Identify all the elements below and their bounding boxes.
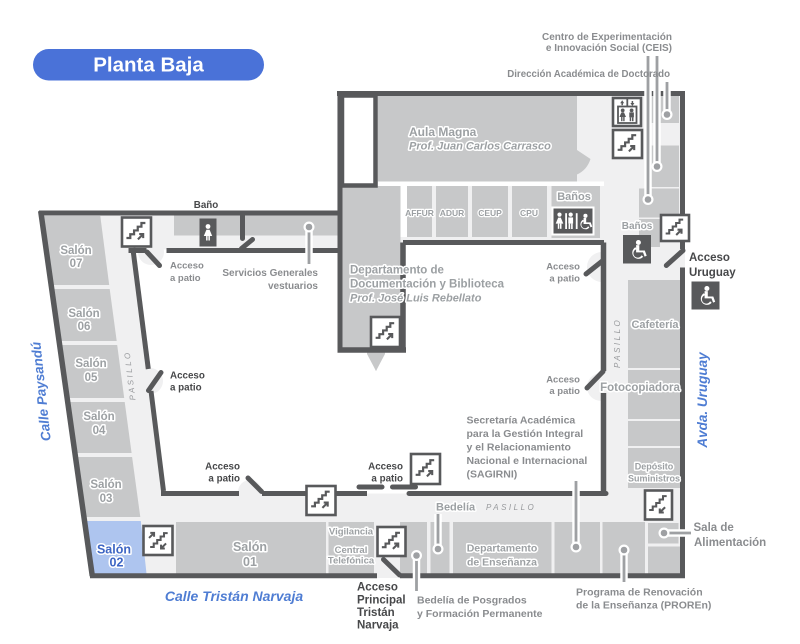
svg-text:Sala de: Sala de [694, 522, 734, 534]
svg-text:Calle Paysandú: Calle Paysandú [28, 340, 53, 442]
svg-text:PASILLO: PASILLO [613, 318, 622, 368]
svg-text:Acceso: Acceso [170, 371, 205, 382]
svg-text:a patio: a patio [170, 383, 202, 394]
svg-text:Acceso: Acceso [205, 462, 240, 473]
svg-text:Salón: Salón [97, 543, 131, 557]
svg-text:Salón: Salón [83, 411, 114, 423]
svg-text:Acceso: Acceso [546, 375, 580, 386]
svg-text:de la Enseñanza (PROREn): de la Enseñanza (PROREn) [576, 600, 711, 612]
svg-text:Tristán: Tristán [357, 607, 395, 619]
svg-text:07: 07 [70, 258, 83, 270]
svg-text:Depósito: Depósito [635, 462, 674, 472]
svg-text:03: 03 [100, 493, 113, 505]
svg-text:02: 02 [110, 556, 124, 570]
svg-text:01: 01 [243, 555, 257, 569]
svg-text:Departamento de: Departamento de [350, 265, 444, 277]
svg-text:Departamento: Departamento [467, 543, 538, 555]
svg-text:Baños: Baños [557, 191, 591, 203]
svg-text:Salón: Salón [68, 308, 99, 320]
svg-text:ADUR: ADUR [440, 208, 465, 218]
svg-text:Prof. Juan Carlos Carrasco: Prof. Juan Carlos Carrasco [409, 141, 551, 153]
svg-text:CEUP: CEUP [478, 208, 502, 218]
svg-text:Acceso: Acceso [170, 261, 204, 272]
svg-text:04: 04 [93, 425, 106, 437]
svg-text:vestuarios: vestuarios [268, 281, 318, 292]
svg-text:Programa de Renovación: Programa de Renovación [576, 587, 703, 599]
svg-text:Acceso: Acceso [689, 252, 730, 264]
svg-text:a patio: a patio [549, 274, 580, 285]
svg-text:Documentación y Biblioteca: Documentación y Biblioteca [350, 279, 505, 291]
svg-text:Dirección Académica de Doctora: Dirección Académica de Doctorado [507, 69, 670, 80]
svg-text:e Innovación Social (CEIS): e Innovación Social (CEIS) [546, 43, 672, 54]
svg-text:para la Gestión Integral: para la Gestión Integral [467, 428, 584, 440]
svg-text:Baños: Baños [622, 221, 653, 232]
svg-text:a patio: a patio [208, 474, 240, 485]
svg-text:Calle Tristán Narvaja: Calle Tristán Narvaja [165, 588, 303, 604]
svg-text:Telefónica: Telefónica [328, 556, 375, 567]
svg-text:Acceso: Acceso [357, 582, 398, 594]
svg-text:de Enseñanza: de Enseñanza [467, 557, 537, 569]
svg-text:Vigilancia: Vigilancia [329, 527, 374, 538]
svg-text:PASILLO: PASILLO [486, 503, 536, 512]
svg-text:Narvaja: Narvaja [357, 620, 399, 632]
svg-text:AFFUR: AFFUR [405, 208, 434, 218]
svg-text:Salón: Salón [90, 479, 121, 491]
svg-text:Centro de Experimentación: Centro de Experimentación [542, 32, 672, 43]
svg-text:Cafetería: Cafetería [631, 319, 679, 331]
svg-text:Central: Central [335, 545, 368, 556]
svg-text:Avda. Uruguay: Avda. Uruguay [695, 351, 710, 449]
svg-text:Salón: Salón [233, 540, 267, 554]
svg-text:Prof. José Luis Rebellato: Prof. José Luis Rebellato [350, 293, 482, 305]
svg-text:Aula Magna: Aula Magna [409, 125, 477, 139]
svg-text:a patio: a patio [170, 273, 201, 284]
svg-text:Salón: Salón [75, 358, 106, 370]
svg-text:a patio: a patio [549, 386, 580, 397]
svg-text:Fotocopiadora: Fotocopiadora [600, 382, 680, 394]
svg-text:Bedelía de Posgrados: Bedelía de Posgrados [417, 595, 527, 607]
svg-text:Acceso: Acceso [546, 262, 580, 273]
svg-text:Servicios Generales: Servicios Generales [222, 268, 318, 279]
svg-text:Principal: Principal [357, 595, 406, 607]
svg-text:Planta Baja: Planta Baja [93, 54, 204, 77]
svg-text:Bedelía: Bedelía [436, 502, 476, 514]
svg-text:Acceso: Acceso [368, 462, 403, 473]
svg-text:Suministros: Suministros [628, 474, 680, 484]
svg-text:Secretaría Académica: Secretaría Académica [467, 415, 576, 427]
svg-text:Uruguay: Uruguay [689, 267, 736, 279]
svg-text:(SAGIRNI): (SAGIRNI) [467, 469, 518, 481]
svg-text:Alimentación: Alimentación [694, 537, 766, 549]
svg-text:CPU: CPU [520, 208, 538, 218]
svg-text:06: 06 [78, 321, 91, 333]
svg-text:Baño: Baño [194, 200, 219, 211]
svg-text:a patio: a patio [371, 474, 403, 485]
svg-text:y Formación Permanente: y Formación Permanente [417, 608, 543, 620]
svg-text:y el Relacionamiento: y el Relacionamiento [467, 442, 571, 454]
svg-text:05: 05 [85, 372, 98, 384]
svg-text:Salón: Salón [60, 245, 91, 257]
svg-text:Nacional e Internacional: Nacional e Internacional [467, 455, 588, 467]
